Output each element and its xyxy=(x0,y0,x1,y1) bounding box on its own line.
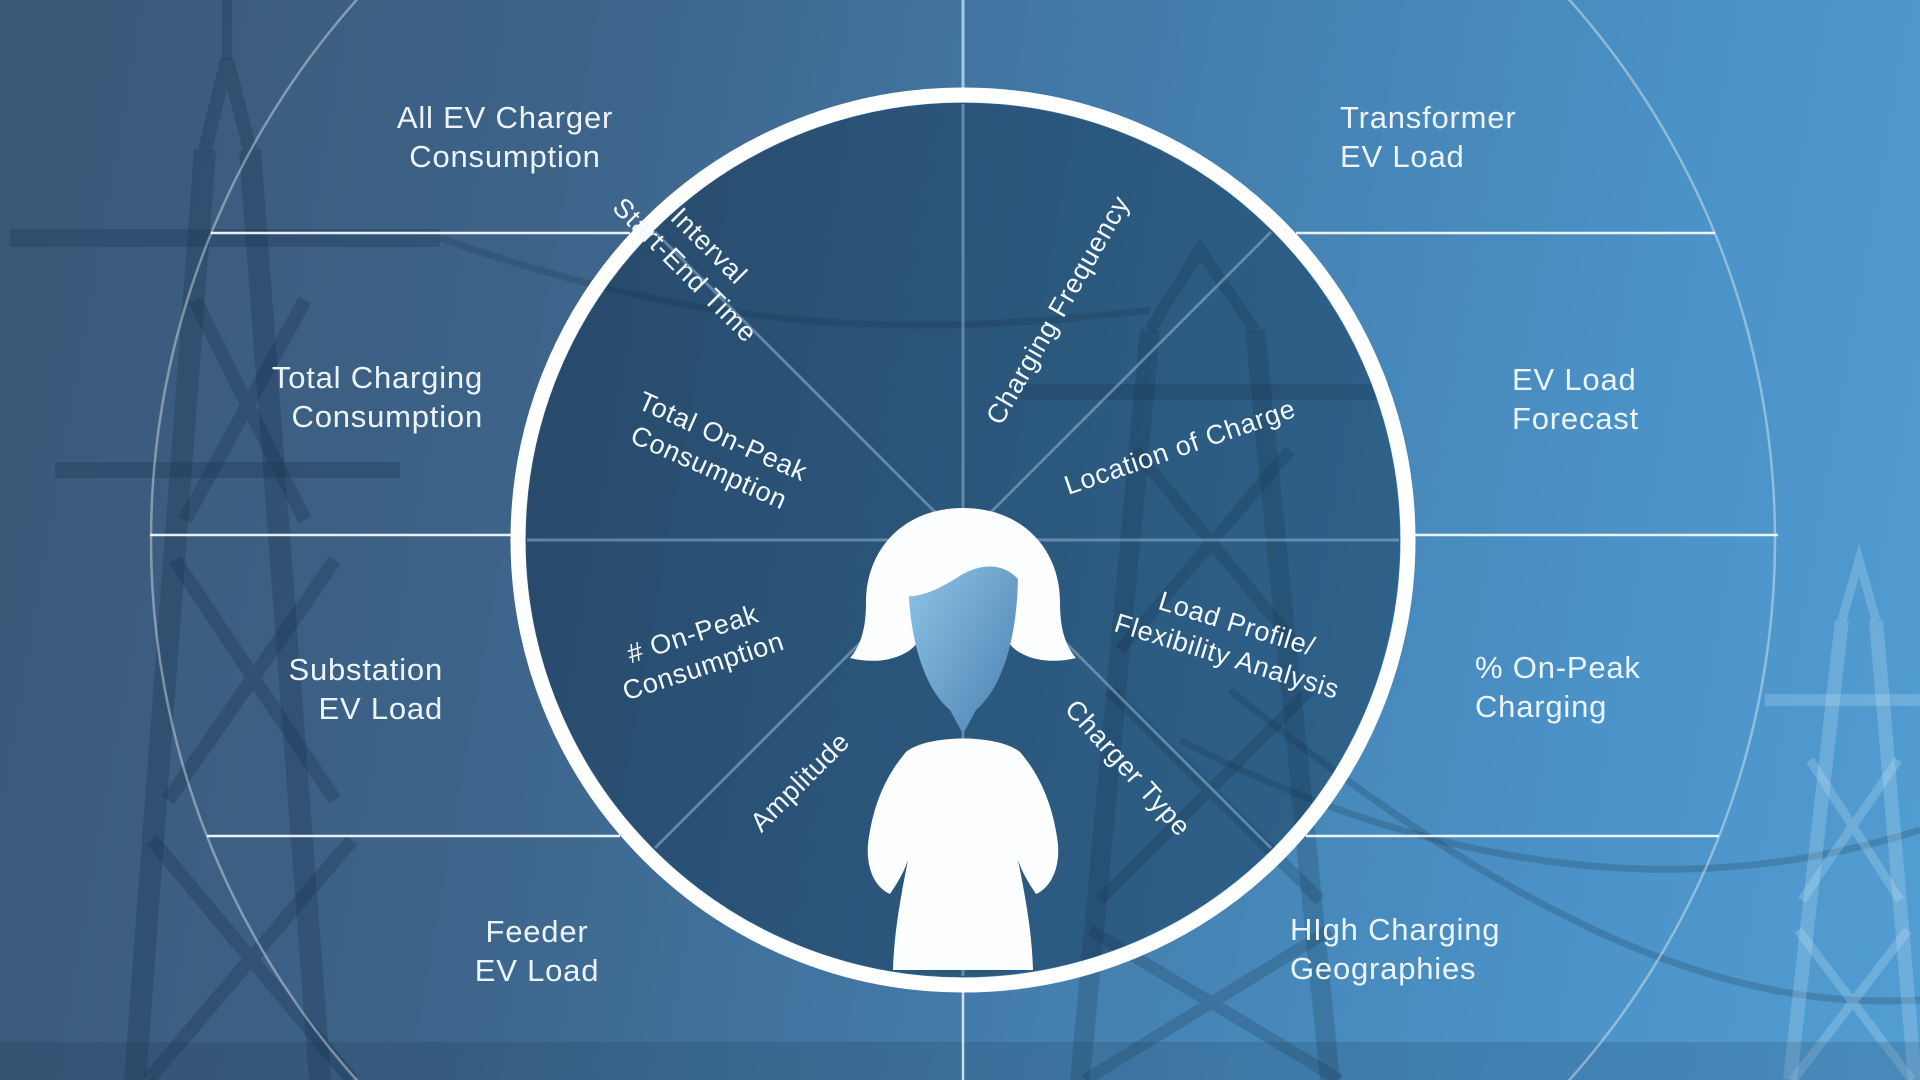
outer-label-total-charging-consumption: Total Charging Consumption xyxy=(271,360,483,434)
outer-label-transformer-ev-load: Transformer EV Load xyxy=(1340,100,1517,174)
persona-woman-icon xyxy=(850,508,1076,970)
outer-label-ev-load-forecast: EV Load Forecast xyxy=(1512,362,1639,436)
transmission-tower-left-icon xyxy=(10,0,440,1080)
outer-label-substation-ev-load: Substation EV Load xyxy=(288,652,443,726)
connector-lines xyxy=(150,231,1778,838)
outer-label-feeder-ev-load: Feeder EV Load xyxy=(474,914,600,988)
wheel-ring xyxy=(510,87,1416,993)
persona-face xyxy=(908,546,1018,734)
horizon-band xyxy=(0,1042,1920,1080)
outer-label-all-ev-charger-consumption: All EV Charger Consumption xyxy=(396,100,614,174)
persona-hair xyxy=(850,508,1076,661)
outer-label-percent-on-peak-charging: % On-Peak Charging xyxy=(1475,650,1641,724)
persona-fringe xyxy=(904,528,1023,597)
persona-body xyxy=(867,738,1059,970)
transmission-tower-right-icon xyxy=(1765,543,1920,1080)
outer-faint-circle xyxy=(149,0,1777,1080)
transmission-tower-center-icon xyxy=(438,234,1920,1080)
outer-label-high-charging-geographies: HIgh Charging Geographies xyxy=(1290,912,1501,986)
